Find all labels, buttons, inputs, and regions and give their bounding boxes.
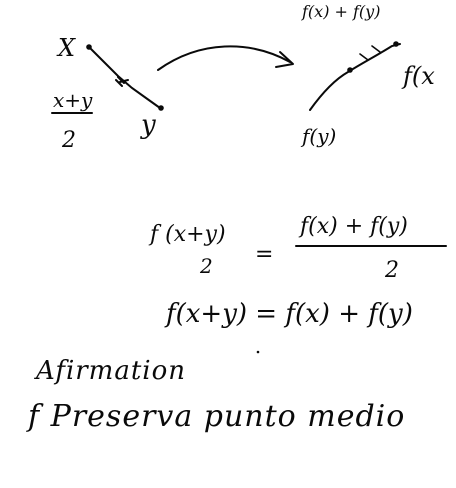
midpoint-mark xyxy=(115,76,129,87)
midpoint-denominator: 2 xyxy=(62,128,76,153)
chord-mark xyxy=(359,45,381,61)
afirmation-heading: Afirmation xyxy=(36,356,187,386)
equation1-left-denominator: 2 xyxy=(200,254,213,278)
mapping-arrow xyxy=(157,45,291,71)
label-fy: f(y) xyxy=(302,124,337,148)
image-curve xyxy=(309,43,401,111)
stray-dot xyxy=(256,350,260,354)
segment-xy xyxy=(87,45,161,109)
point-fmid xyxy=(347,67,353,73)
mapping-arrow-head xyxy=(275,51,294,68)
point-x xyxy=(86,44,92,50)
label-x: X xyxy=(58,34,76,62)
equation1-left: f (x+y) xyxy=(150,222,226,247)
label-fx: f(x xyxy=(403,62,435,90)
conclusion-text: f Preserva punto medio xyxy=(28,399,406,434)
point-fx xyxy=(393,41,399,47)
equation2: f(x+y) = f(x) + f(y) xyxy=(166,299,413,329)
label-f-sum: f(x) + f(y) xyxy=(302,2,381,21)
equation1-equals: = xyxy=(255,242,274,267)
point-y xyxy=(158,105,164,111)
equation1-right-denominator: 2 xyxy=(385,258,399,283)
midpoint-numerator: x+y xyxy=(53,88,93,112)
label-y: y xyxy=(141,110,156,140)
equation1-right-numerator: f(x) + f(y) xyxy=(300,214,408,239)
